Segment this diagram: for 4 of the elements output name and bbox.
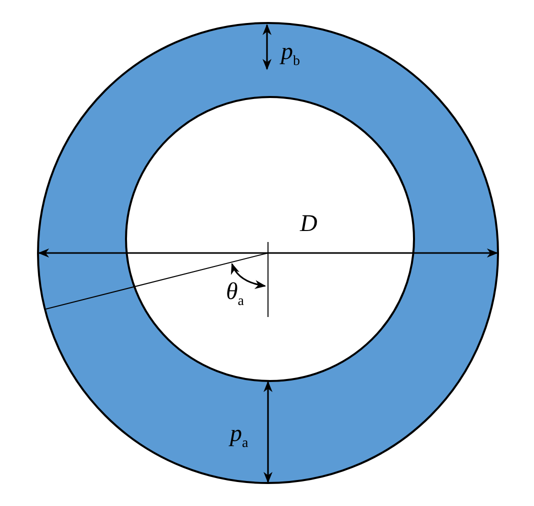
dimension-label: p$_{a}$ xyxy=(230,422,248,451)
dimension-label: p$_{b}$ xyxy=(281,40,300,69)
dimension-label: D xyxy=(300,212,318,236)
angle-label: θ$_{a}$ xyxy=(226,280,244,309)
